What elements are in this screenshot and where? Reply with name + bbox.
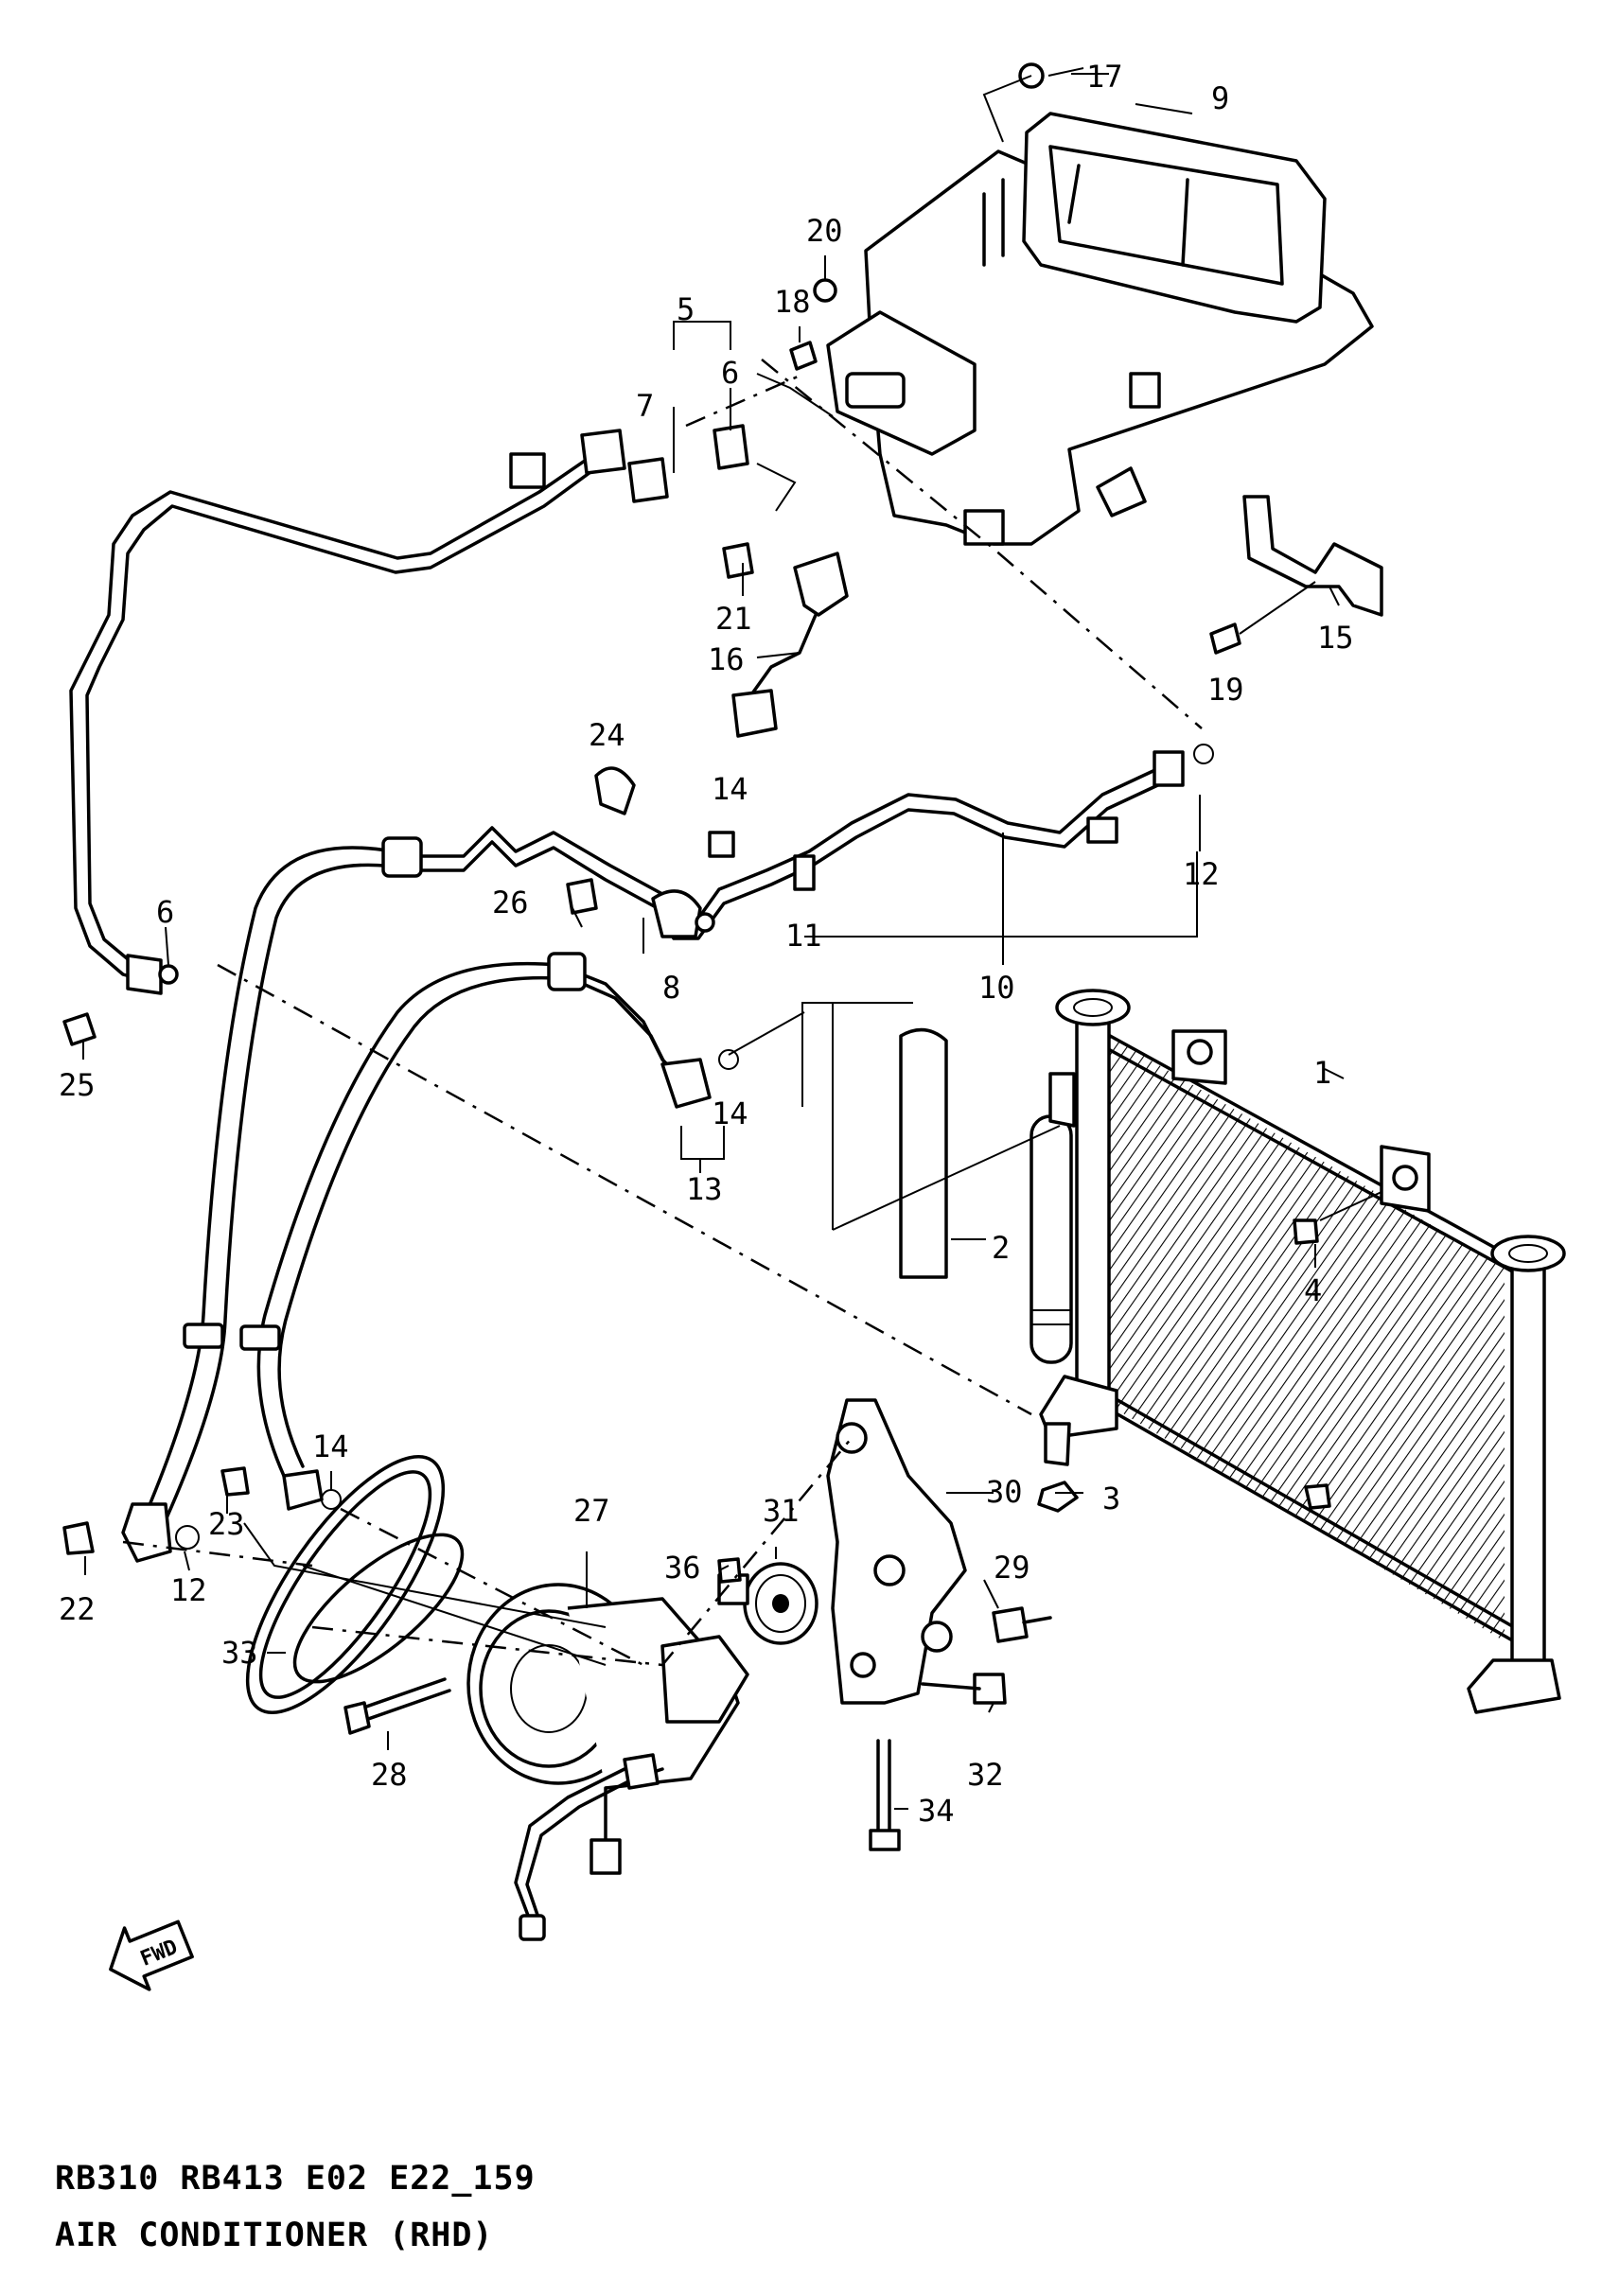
callout-9: 9 — [1211, 80, 1229, 116]
callout-11: 11 — [785, 918, 822, 954]
callout-2: 2 — [992, 1230, 1010, 1266]
callout-14-upper: 14 — [712, 1095, 748, 1131]
condenser — [1055, 989, 1566, 1714]
fwd-direction-arrow: FWD — [109, 1919, 194, 1991]
callout-12-upper: 12 — [1183, 856, 1220, 892]
callout-29: 28 — [371, 1757, 408, 1793]
callout-13: 13 — [686, 1171, 723, 1207]
callout-6-upper: 6 — [721, 355, 739, 391]
callout-20: 19 — [1207, 672, 1244, 708]
callout-8: 8 — [662, 970, 680, 1006]
callout-36: 36 — [664, 1550, 701, 1586]
callout-10: 10 — [978, 970, 1015, 1006]
leader-lines — [82, 67, 1382, 1810]
callout-34: 33 — [221, 1635, 258, 1671]
callout-18: 17 — [1086, 59, 1123, 95]
callout-28: 27 — [573, 1493, 610, 1529]
bracket — [1209, 495, 1383, 655]
callout-24: 23 — [208, 1506, 245, 1542]
callout-4: 4 — [1304, 1272, 1322, 1308]
callout-14-lower: 14 — [312, 1428, 349, 1464]
callout-12-lower: 12 — [170, 1572, 207, 1608]
diagram-code: RB310 RB413 E02 E22_159 — [55, 2160, 536, 2198]
callout-23: 22 — [59, 1591, 96, 1627]
evaporator-case — [826, 112, 1374, 546]
callout-33: 32 — [967, 1757, 1004, 1793]
callout-3: 3 — [1102, 1481, 1120, 1516]
diagram-title: AIR CONDITIONER (RHD) — [55, 2217, 494, 2254]
callout-6-lower: 6 — [156, 894, 174, 930]
callout-labels: 17 9 20 18 5 6 7 21 16 15 19 24 14 26 12… — [59, 59, 1354, 1829]
callout-15: 14 — [712, 771, 748, 807]
callout-7: 7 — [636, 388, 654, 424]
callout-19: 18 — [774, 284, 811, 320]
callout-26: 25 — [59, 1067, 96, 1103]
callout-21: 20 — [806, 213, 843, 249]
piping — [69, 424, 1185, 1563]
callout-5: 5 — [677, 291, 695, 327]
receiver-dryer — [899, 1027, 1118, 1513]
callout-32: 31 — [763, 1493, 800, 1529]
callout-35: 34 — [918, 1793, 955, 1829]
callout-1: 1 — [1313, 1055, 1331, 1091]
callout-17: 16 — [708, 641, 745, 677]
reference-lines — [122, 359, 1203, 1667]
callout-25: 24 — [589, 717, 625, 753]
compressor-bracket — [717, 1398, 1052, 1851]
compressor — [245, 1455, 749, 1941]
callout-27: 26 — [492, 885, 529, 920]
hardware — [62, 62, 1331, 1555]
callout-16: 15 — [1317, 620, 1354, 656]
callout-22: 21 — [715, 601, 752, 637]
callout-31: 30 — [986, 1474, 1023, 1510]
callout-30: 29 — [994, 1550, 1030, 1586]
